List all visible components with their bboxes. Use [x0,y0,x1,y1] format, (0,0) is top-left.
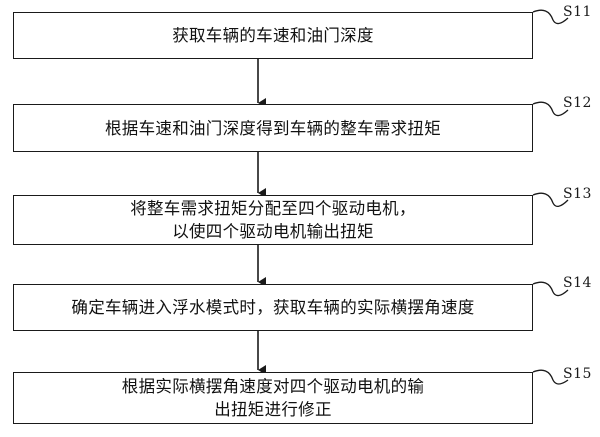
step-box-s15: 根据实际横摆角速度对四个驱动电机的输出扭矩进行修正 [13,372,533,424]
step-label-s13: S13 [563,186,592,202]
step-box-s14: 确定车辆进入浮水模式时，获取车辆的实际横摆角速度 [13,284,533,331]
step-text-s14: 确定车辆进入浮水模式时，获取车辆的实际横摆角速度 [71,298,475,317]
step-box-s12: 根据车速和油门深度得到车辆的整车需求扭矩 [13,104,533,152]
step-label-s11: S11 [563,4,592,20]
step-box-s11: 获取车辆的车速和油门深度 [13,12,533,59]
leader-s11 [532,9,569,25]
leader-s15 [532,369,569,385]
step-text-s15: 根据实际横摆角速度对四个驱动电机的输出扭矩进行修正 [121,377,425,419]
step-text-s12: 根据车速和油门深度得到车辆的整车需求扭矩 [105,118,441,138]
step-text-s11: 获取车辆的车速和油门深度 [172,26,374,45]
step-label-s12: S12 [563,95,592,111]
step-label-s14: S14 [563,275,592,291]
step-label-s15: S15 [563,366,592,382]
step-text-s13: 将整车需求扭矩分配至四个驱动电机，以使四个驱动电机输出扭矩 [130,199,416,241]
leader-s12 [532,101,569,117]
leader-s14 [532,281,569,297]
step-box-s13: 将整车需求扭矩分配至四个驱动电机，以使四个驱动电机输出扭矩 [13,195,533,245]
leader-s13 [532,192,569,207]
